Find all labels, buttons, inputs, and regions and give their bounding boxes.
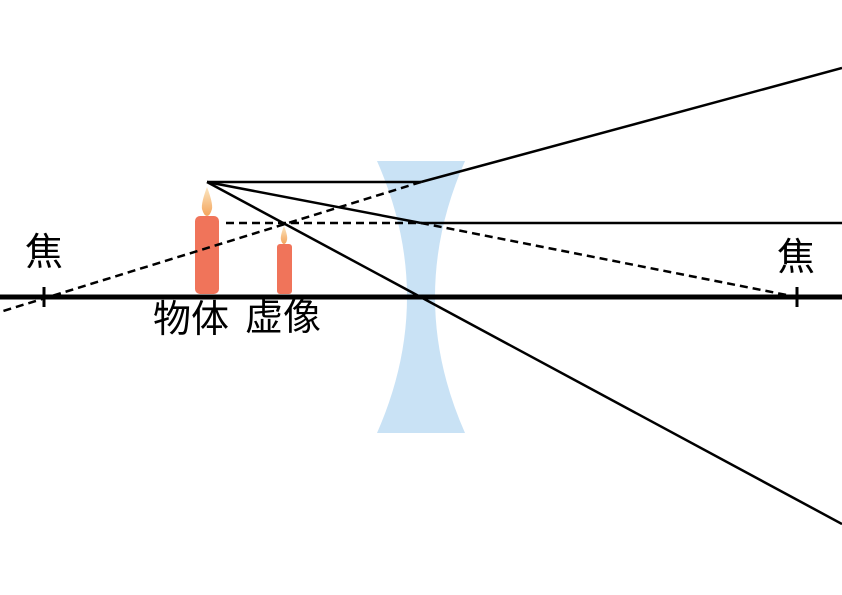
image-flame (280, 226, 288, 244)
ray-through-center (206, 180, 842, 526)
object-label: 物体 (153, 297, 229, 341)
object-candle-body (195, 216, 219, 294)
image-candle-body (277, 244, 292, 294)
ray-toward-focus-incident (206, 180, 422, 225)
image-label: 虚像 (245, 295, 321, 339)
dashed-to-right-focus (420, 221, 798, 299)
virtual-image-candle (277, 226, 292, 294)
focal-label-left: 焦 (25, 230, 63, 274)
object-candle (195, 187, 219, 294)
dashed-backextension-to-focus (0, 180, 422, 314)
object-flame (201, 187, 213, 216)
focal-label-right: 焦 (777, 235, 815, 279)
ray-diverged-refracted (420, 66, 842, 184)
